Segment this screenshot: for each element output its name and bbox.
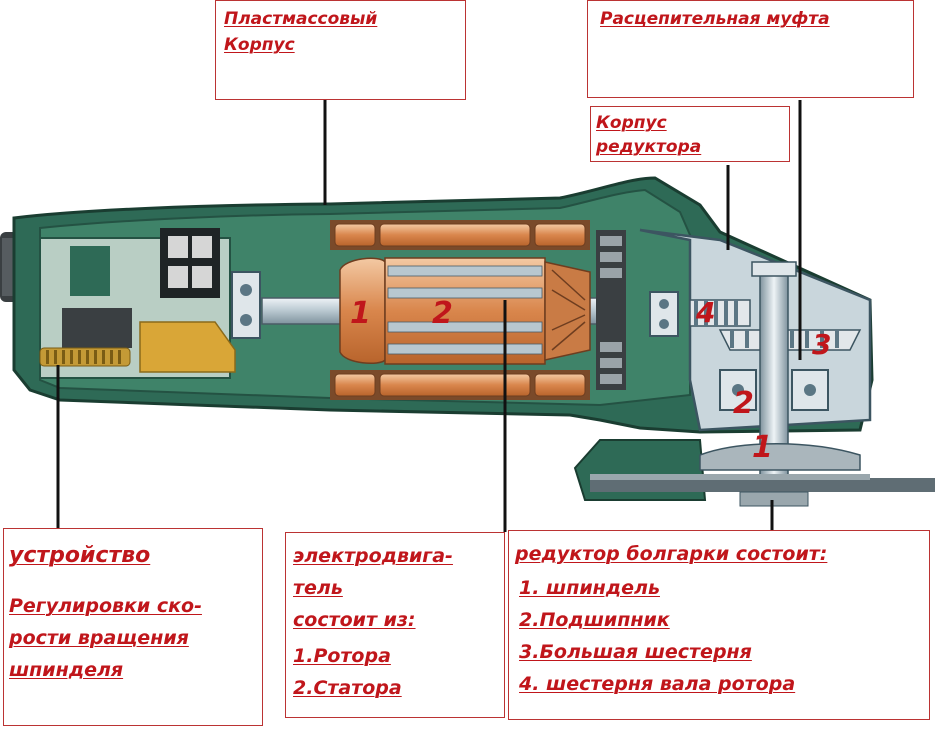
housing-label-line1: Пластмассовый bbox=[224, 9, 378, 29]
gear-housing-label-line1: Корпус bbox=[596, 113, 667, 133]
motor-item-rotor: 1.Ротора bbox=[293, 645, 391, 667]
housing-label-box: Пластмассовый Корпус bbox=[215, 0, 466, 100]
rear-bearing bbox=[231, 271, 261, 339]
motor-line2: тель bbox=[293, 577, 343, 599]
switch-compartment bbox=[39, 228, 236, 379]
clutch-label: Расцепительная муфта bbox=[600, 9, 830, 29]
gearbox-item-big-gear: 3.Большая шестерня bbox=[519, 641, 752, 663]
callout-spindle: 1 bbox=[752, 430, 773, 465]
gearbox-box: редуктор болгарки состоит: 1. шпиндель 2… bbox=[508, 530, 930, 720]
motor-item-stator: 2.Статора bbox=[293, 677, 402, 699]
callout-pinion: 4 bbox=[696, 296, 716, 329]
leader-lines bbox=[56, 100, 802, 532]
motor-line1: электродвига- bbox=[293, 545, 453, 567]
gearbox-title: редуктор болгарки состоит: bbox=[515, 543, 828, 565]
speed-control-box: устройство Регулировки ско- рости вращен… bbox=[3, 528, 263, 726]
rotor bbox=[261, 257, 623, 365]
gearbox-item-spindle: 1. шпиндель bbox=[519, 577, 660, 599]
cooling-fan bbox=[596, 230, 626, 390]
callout-bearing: 2 bbox=[733, 386, 754, 421]
stator bbox=[330, 220, 590, 400]
speed-control-line3: шпинделя bbox=[9, 659, 124, 681]
guard-and-disc bbox=[573, 439, 935, 507]
motor-box: электродвига- тель состоит из: 1.Ротора … bbox=[285, 532, 505, 718]
clutch-label-box: Расцепительная муфта bbox=[587, 0, 914, 98]
gearbox-item-pinion: 4. шестерня вала ротора bbox=[519, 673, 796, 695]
gear-housing-label-line2: редуктора bbox=[596, 137, 702, 157]
housing-label-line2: Корпус bbox=[224, 35, 295, 55]
speed-control-line1: Регулировки ско- bbox=[9, 595, 202, 617]
front-bearing bbox=[649, 291, 679, 337]
gear-housing-label-box: Корпус редуктора bbox=[590, 106, 790, 162]
callout-stator: 2 bbox=[432, 296, 453, 331]
gearbox-item-bearing: 2.Подшипник bbox=[519, 609, 670, 631]
callout-rotor: 1 bbox=[350, 296, 371, 331]
speed-control-line2: рости вращения bbox=[9, 627, 189, 649]
motor-line3: состоит из: bbox=[293, 609, 416, 631]
speed-control-title: устройство bbox=[9, 543, 151, 568]
callout-big-gear: 3 bbox=[812, 328, 832, 361]
